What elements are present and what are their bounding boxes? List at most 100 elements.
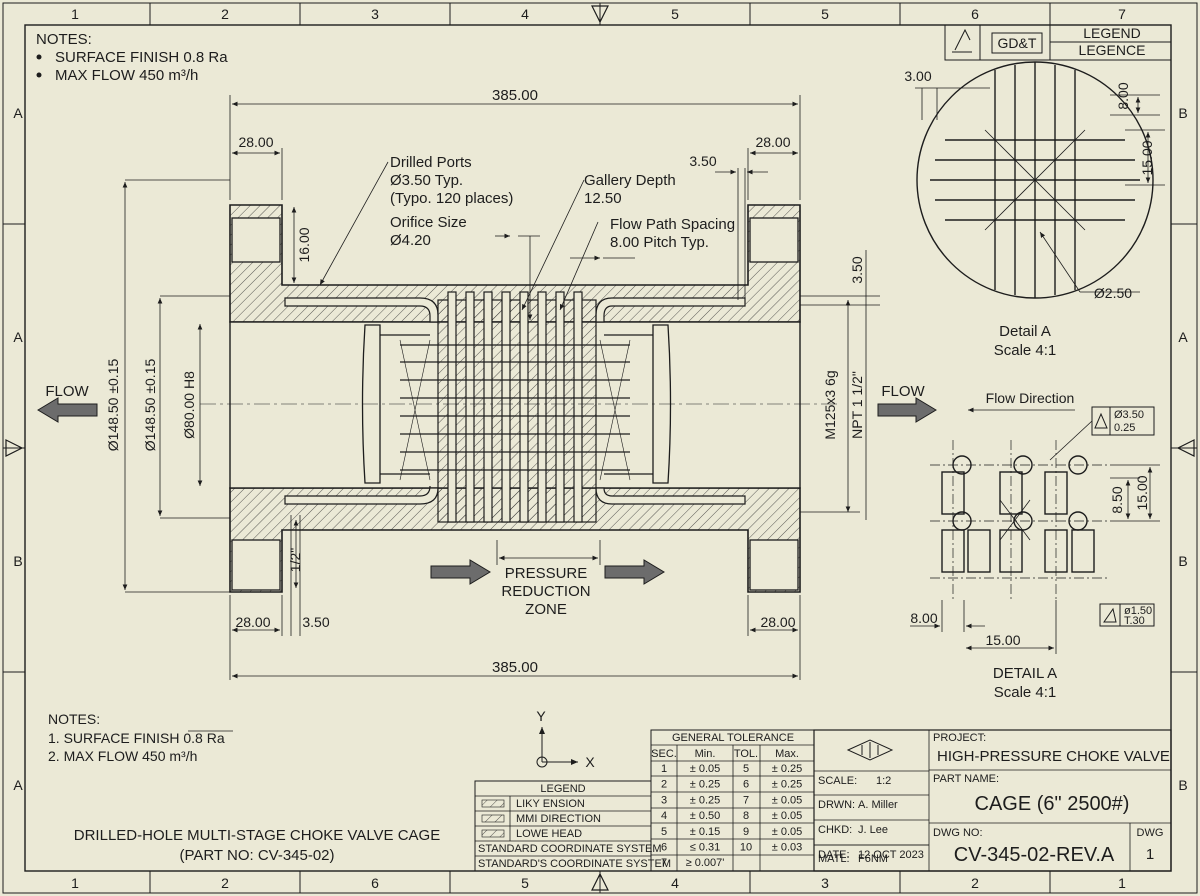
svg-text:DWG NO:: DWG NO: bbox=[933, 827, 983, 839]
tolerance-cell: ± 0.05 bbox=[772, 810, 803, 822]
tolerance-cell: 5 bbox=[743, 763, 749, 775]
detail-bottom-title: DETAIL A bbox=[993, 665, 1057, 682]
pressure-arrow-left-icon bbox=[430, 559, 491, 585]
callout-gallery-depth: Gallery Depth bbox=[584, 172, 676, 189]
svg-text:1: 1 bbox=[71, 6, 79, 22]
detail-bottom-scale: Scale 4:1 bbox=[994, 684, 1057, 701]
svg-text:LIKY ENSION: LIKY ENSION bbox=[516, 798, 585, 810]
dim-half-inch: 1/2" bbox=[287, 548, 303, 572]
svg-text:2: 2 bbox=[971, 875, 979, 891]
svg-text:3: 3 bbox=[821, 875, 829, 891]
svg-text:6: 6 bbox=[371, 875, 379, 891]
notes-bottom-item: 2. MAX FLOW 450 m³/h bbox=[48, 748, 197, 764]
detail-top-dia-250: Ø2.50 bbox=[1094, 285, 1132, 301]
svg-text:A: A bbox=[1178, 329, 1188, 345]
svg-text:12.50: 12.50 bbox=[584, 190, 622, 207]
dim-flange-bottom-right: 28.00 bbox=[760, 614, 795, 630]
svg-text:PART NAME:: PART NAME: bbox=[933, 773, 999, 785]
notes-top-item: SURFACE FINISH 0.8 Ra bbox=[55, 49, 228, 66]
tolerance-cell: ± 0.05 bbox=[772, 826, 803, 838]
detail-dim-1500-v: 15.00 bbox=[1134, 475, 1150, 510]
tolerance-cell: ± 0.25 bbox=[690, 794, 721, 806]
cage-core bbox=[399, 291, 631, 523]
svg-text:B: B bbox=[1178, 777, 1187, 793]
detail-dim-850: 8.50 bbox=[1109, 486, 1125, 513]
detail-top-dim-1500: 15.00 bbox=[1139, 140, 1155, 175]
main-section-view: 385.00 28.00 28.00 3.50 16.00 bbox=[37, 87, 937, 680]
tolerance-cell: 6 bbox=[743, 779, 749, 791]
notes-top: NOTES: SURFACE FINISH 0.8 Ra MAX FLOW 45… bbox=[36, 31, 228, 84]
svg-text:2: 2 bbox=[221, 6, 229, 22]
flow-arrow-right-icon bbox=[877, 397, 937, 423]
svg-text:DWG: DWG bbox=[1137, 827, 1164, 839]
detail-dim-1500-h: 15.00 bbox=[985, 632, 1020, 648]
tolerance-cell: 4 bbox=[661, 810, 667, 822]
tolerance-header: SEC. bbox=[651, 748, 677, 760]
notes-top-item: MAX FLOW 450 m³/h bbox=[55, 67, 198, 84]
projection-symbol-icon bbox=[846, 739, 894, 761]
svg-text:0.25: 0.25 bbox=[1114, 422, 1135, 434]
svg-text:ZONE: ZONE bbox=[525, 601, 567, 618]
detail-a-circle-view: 3.00 8.00 15.00 Ø2.50 Detail A Scale 4:1 bbox=[904, 61, 1165, 359]
flow-label-right: FLOW bbox=[881, 383, 925, 400]
detail-fcf2-value: ø1.50 bbox=[1124, 605, 1152, 617]
dim-inner-diameter: Ø148.50 ±0.15 bbox=[142, 359, 158, 452]
detail-top-dim-300: 3.00 bbox=[904, 68, 931, 84]
gdt-label: GD&T bbox=[998, 35, 1037, 51]
svg-text:A: A bbox=[13, 777, 23, 793]
tolerance-cell: ± 0.25 bbox=[772, 763, 803, 775]
dim-overall-top bbox=[229, 95, 801, 200]
callout-orifice: Orifice Size bbox=[390, 214, 467, 231]
tolerance-cell: 6 bbox=[661, 842, 667, 854]
tolerance-cell: ± 0.50 bbox=[690, 810, 721, 822]
detail-a-grid-view: Flow Direction Ø3.50 0.25 bbox=[910, 390, 1160, 701]
svg-text:B: B bbox=[13, 553, 22, 569]
svg-text:(Typo. 120 places): (Typo. 120 places) bbox=[390, 190, 513, 207]
part-name-value: CAGE (6" 2500#) bbox=[975, 793, 1130, 815]
svg-text:A: A bbox=[13, 105, 23, 121]
svg-text:LOWE HEAD: LOWE HEAD bbox=[516, 828, 582, 840]
callout-drilled-ports: Drilled Ports bbox=[390, 154, 472, 171]
tolerance-header: Max. bbox=[775, 748, 799, 760]
frame-zone-labels: 1 2 3 4 5 5 6 7 1 2 6 5 4 3 2 1 A A B A … bbox=[13, 6, 1188, 891]
pressure-arrow-right-icon bbox=[604, 559, 665, 585]
svg-text:LEGEND: LEGEND bbox=[1083, 25, 1141, 41]
checked-by-value: J. Lee bbox=[858, 824, 888, 836]
tolerance-cell: ± 0.25 bbox=[690, 779, 721, 791]
dim-overall-length-top: 385.00 bbox=[492, 87, 538, 104]
svg-text:SCALE:: SCALE: bbox=[818, 775, 857, 787]
svg-text:DRWN:: DRWN: bbox=[818, 799, 855, 811]
svg-text:PROJECT:: PROJECT: bbox=[933, 732, 986, 744]
svg-text:5: 5 bbox=[521, 875, 529, 891]
scale-value: 1:2 bbox=[876, 775, 891, 787]
tolerance-cell: ± 0.05 bbox=[690, 763, 721, 775]
axis-x-label: X bbox=[585, 754, 595, 770]
detail-dim-800: 8.00 bbox=[910, 610, 937, 626]
svg-text:Ø4.20: Ø4.20 bbox=[390, 232, 431, 249]
tolerance-cell: 5 bbox=[661, 826, 667, 838]
detail-fcf-value: Ø3.50 bbox=[1114, 409, 1144, 421]
detail-top-scale: Scale 4:1 bbox=[994, 342, 1057, 359]
tolerance-cell: 8 bbox=[743, 810, 749, 822]
dim-outer-diameter: Ø148.50 ±0.15 bbox=[105, 359, 121, 452]
tolerance-cell: ± 0.03 bbox=[772, 842, 803, 854]
hatched-wall-bottom bbox=[229, 487, 801, 593]
tolerance-cell: 10 bbox=[740, 842, 752, 854]
svg-text:B: B bbox=[1178, 105, 1187, 121]
legend-box: GD&T LEGEND LEGENCE bbox=[944, 24, 1172, 61]
tolerance-cell: 2 bbox=[661, 779, 667, 791]
svg-text:T.30: T.30 bbox=[1124, 615, 1145, 627]
dim-bore-diameter: Ø80.00 H8 bbox=[181, 371, 197, 439]
notes-bottom: NOTES: 1. SURFACE FINISH 0.8 Ra 2. MAX F… bbox=[48, 711, 233, 764]
svg-text:STANDARD'S COORDINATE SYSTEM: STANDARD'S COORDINATE SYSTEM bbox=[478, 858, 671, 870]
material-label: MATL: bbox=[818, 853, 850, 865]
dim-350-bottom: 3.50 bbox=[302, 614, 329, 630]
dim-flange-bottom-left: 28.00 bbox=[235, 614, 270, 630]
detail-flow-direction: Flow Direction bbox=[986, 390, 1075, 406]
svg-text:7: 7 bbox=[1118, 6, 1126, 22]
pressure-zone-label: PRESSURE bbox=[505, 565, 588, 582]
project-value: HIGH-PRESSURE CHOKE VALVE bbox=[937, 748, 1170, 765]
dim-350-right: 3.50 bbox=[849, 256, 865, 283]
svg-text:LEGEND: LEGEND bbox=[540, 783, 585, 795]
